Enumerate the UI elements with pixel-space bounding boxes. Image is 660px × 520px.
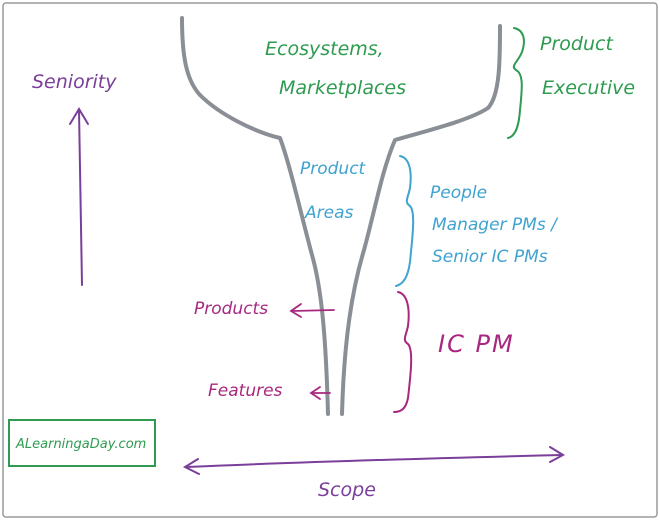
scope-label: Scope [318,479,376,501]
site-logo: ALearningaDay.com [8,419,156,467]
executive-line2: Executive [542,77,635,99]
manager-brace [395,155,415,287]
funnel-left-wall [180,16,330,416]
site-logo-text: ALearningaDay.com [15,437,146,452]
manager-line1: People [430,183,487,203]
marketplaces-label: Marketplaces [279,77,406,99]
product-areas-line2: Areas [304,203,353,223]
manager-line2: Manager PMs / [432,215,559,235]
funnel-shape [180,16,502,416]
ecosystems-label: Ecosystems, [265,38,384,60]
scope-arrow [182,446,566,475]
product-areas-line1: Product [300,159,367,179]
ic-brace [393,291,413,413]
features-label: Features [208,381,283,401]
executive-line1: Product [540,33,614,55]
products-arrow [289,303,335,318]
executive-brace [507,27,525,139]
seniority-label: Seniority [32,71,117,93]
seniority-arrow [69,107,89,286]
funnel-right-wall [340,24,502,416]
products-label: Products [194,299,268,319]
features-arrow [309,386,331,400]
manager-line3: Senior IC PMs [432,247,548,267]
ic-pm-label: IC PM [438,330,515,358]
